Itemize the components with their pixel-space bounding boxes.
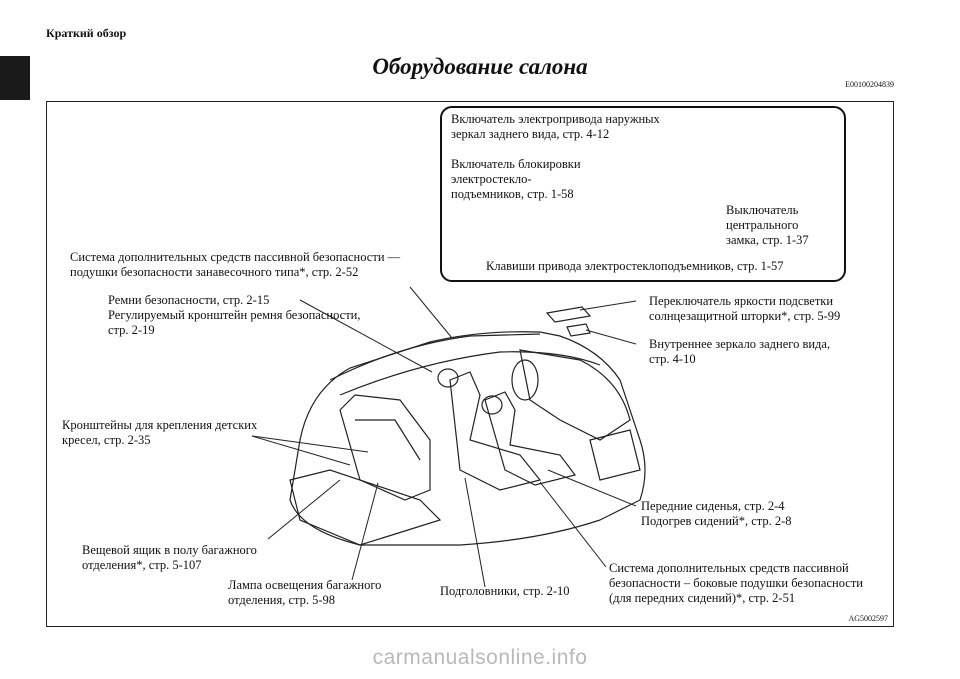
section-title: Краткий обзор [46,26,127,40]
switch-panel-callout [440,106,846,282]
figure-code: AG5002597 [848,614,888,623]
page-title: Оборудование салона [372,54,588,79]
callout-window-lock: Включатель блокировки электростекло- под… [451,157,581,201]
callout-seat-belts: Ремни безопасности, стр. 2-15 Регулируем… [108,293,361,337]
callout-curtain-airbags: Система дополнительных средств пассивной… [70,250,401,279]
callout-floor-box: Вещевой ящик в полу багажного отделения*… [82,543,257,572]
callout-side-airbags: Система дополнительных средств пассивной… [609,561,863,605]
callout-headrests: Подголовники, стр. 2-10 [440,584,570,598]
callout-cargo-lamp: Лампа освещения багажного отделения, стр… [228,578,382,607]
callout-sunshade-dimmer: Переключатель яркости подсветки солнцеза… [649,294,841,323]
document-code: E00100204839 [845,80,894,89]
section-tab-marker [0,56,30,100]
callout-mirror-switch: Включатель электропривода наружных зерка… [451,112,660,141]
figure-frame [46,101,894,627]
watermark: carmanualsonline.info [372,646,588,669]
callout-child-seat-anchors: Кронштейны для крепления детских кресел,… [62,418,258,447]
callout-central-lock: Выключатель центрального замка, стр. 1-3… [726,203,809,247]
callout-front-seats: Передние сиденья, стр. 2-4 Подогрев сиде… [641,499,792,528]
callout-window-keys: Клавиши привода электростеклоподъемников… [486,259,784,273]
callout-inner-mirror: Внутреннее зеркало заднего вида, стр. 4-… [649,337,831,366]
